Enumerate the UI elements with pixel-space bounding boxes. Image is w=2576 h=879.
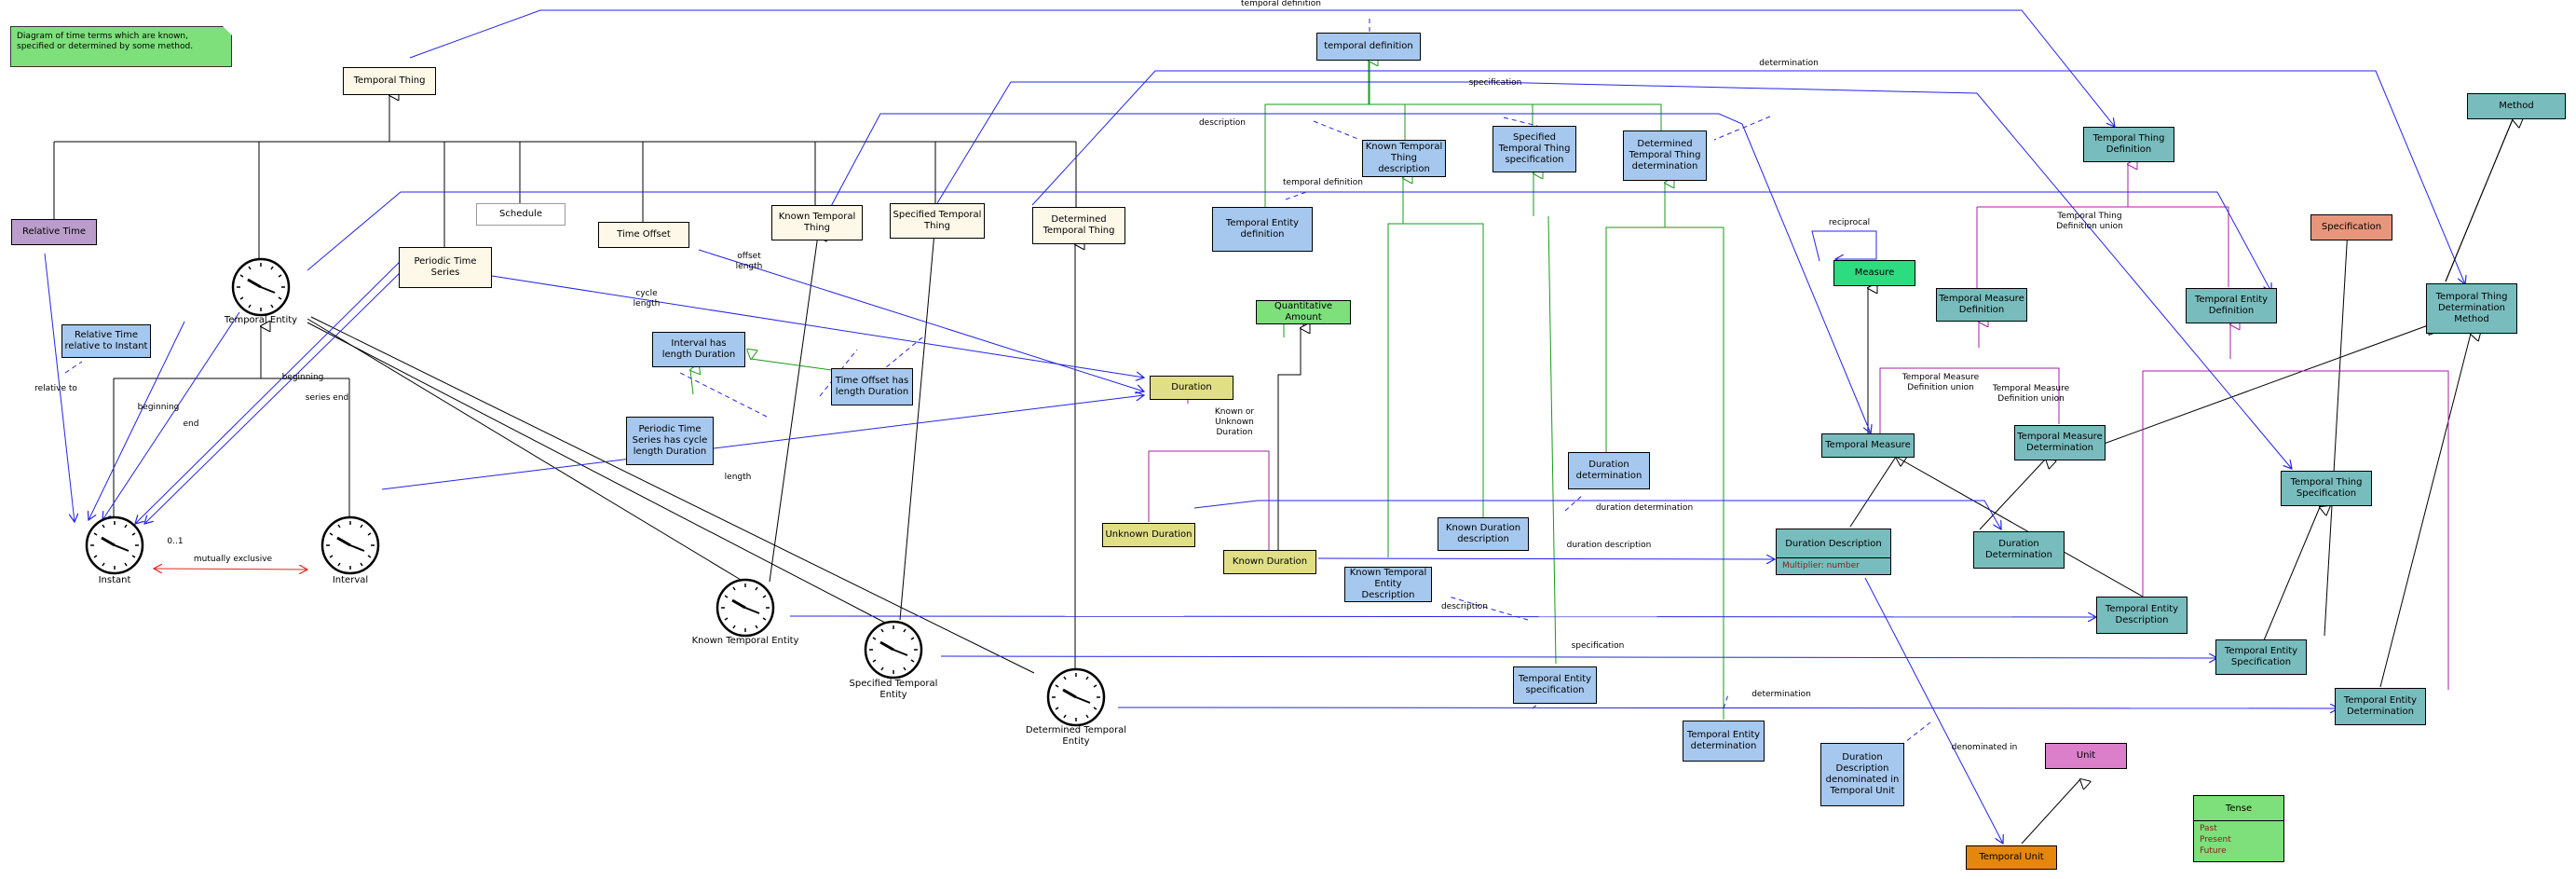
duration-box: Duration (1150, 376, 1233, 400)
rel-duration-description: duration description (1566, 541, 1652, 550)
rel-specification-bottom: specification (1571, 641, 1625, 651)
duration-description-denominated-box: Duration Description denominated in Temp… (1820, 743, 1904, 806)
known-temporal-entity-label: Known Temporal Entity (691, 636, 799, 646)
rel-known-or-unknown-duration: Known or Unknown Duration (1214, 407, 1255, 437)
schedule-box: Schedule (476, 203, 566, 226)
diagram-note: Diagram of time terms which are known, s… (10, 26, 232, 67)
rel-temporal-definition-mid: temporal definition (1283, 178, 1363, 187)
rel-specification-top: specification (1468, 78, 1522, 88)
specified-temporal-entity-clock-icon (864, 620, 923, 680)
temporal-entity-label: Temporal Entity (224, 315, 298, 325)
tense-title: Tense (2225, 803, 2253, 814)
tense-values: Past Present Future (2194, 820, 2283, 858)
known-duration-description-box: Known Duration description (1438, 517, 1529, 551)
tense-box: Tense Past Present Future (2193, 795, 2284, 862)
rel-cycle-length: cycle length (633, 289, 661, 309)
periodic-time-series-box: Periodic Time Series (399, 247, 492, 288)
temporal-entity-specification-small-box: Temporal Entity specification (1513, 666, 1597, 704)
relative-time-relative-to-instant-box: Relative Time relative to Instant (61, 324, 151, 358)
tense-value: Future (2200, 846, 2227, 856)
temporal-thing-determination-method-box: Temporal Thing Determination Method (2426, 283, 2517, 334)
temporal-entity-description-box: Temporal Entity Description (2096, 597, 2188, 634)
rel-series-end: series end (305, 393, 349, 403)
rel-beginning-left: beginning (137, 403, 180, 412)
specified-temporal-thing-specification-box: Specified Temporal Thing specification (1492, 126, 1576, 172)
rel-temporal-measure-definition-union-1: Temporal Measure Definition union (1901, 373, 1980, 392)
temporal-measure-definition-box: Temporal Measure Definition (1936, 288, 2027, 322)
temporal-unit-box: Temporal Unit (1966, 845, 2057, 870)
temporal-thing-box: Temporal Thing (343, 67, 436, 95)
rel-length: length (724, 473, 752, 482)
tense-value: Past (2200, 824, 2217, 833)
duration-description-title: Duration Description (1785, 538, 1882, 549)
time-offset-box: Time Offset (598, 222, 689, 248)
known-temporal-entity-clock-icon (716, 578, 775, 638)
relative-time-box: Relative Time (11, 219, 97, 245)
method-box: Method (2467, 93, 2566, 119)
determined-temporal-thing-determination-box: Determined Temporal Thing determination (1623, 130, 1707, 181)
instant-label: Instant (98, 575, 131, 585)
temporal-thing-specification-box: Temporal Thing Specification (2281, 471, 2372, 506)
interval-label: Interval (332, 575, 369, 585)
tense-value: Present (2200, 835, 2231, 845)
quantitative-amount-box: Quantitative Amount (1256, 300, 1351, 324)
temporal-entity-clock-icon (231, 257, 291, 317)
duration-description-box: Duration Description Multiplier: number (1776, 529, 1891, 575)
rel-temporal-definition-top: temporal definition (1241, 0, 1321, 8)
duration-determination-box: Duration Determination (1973, 531, 2065, 569)
rel-zero-one: 0..1 (167, 537, 184, 546)
known-temporal-thing-box: Known Temporal Thing (771, 205, 863, 240)
known-temporal-thing-description-box: Known Temporal Thing description (1362, 140, 1446, 177)
rel-end: end (183, 419, 199, 429)
specification-box: Specification (2310, 214, 2392, 240)
temporal-measure-determination-box: Temporal Measure Determination (2014, 425, 2106, 460)
determined-temporal-entity-label: Determined Temporal Entity (1025, 725, 1127, 747)
unknown-duration-box: Unknown Duration (1102, 523, 1195, 547)
rel-temporal-thing-definition-union: Temporal Thing Definition union (2056, 212, 2123, 231)
rel-reciprocal: reciprocal (1828, 218, 1871, 227)
temporal-definition-box: temporal definition (1316, 33, 1421, 61)
duration-description-attribute: Multiplier: number (1777, 557, 1890, 573)
specified-temporal-thing-box: Specified Temporal Thing (890, 203, 985, 239)
duration-determination-small-box: Duration determination (1568, 452, 1650, 489)
rel-description-bottom: description (1440, 602, 1489, 611)
measure-box: Measure (1833, 260, 1915, 286)
rel-mutually-exclusive: mutually exclusive (193, 555, 273, 564)
rel-duration-determination: duration determination (1595, 503, 1694, 513)
specified-temporal-entity-label: Specified Temporal Entity (849, 679, 938, 700)
temporal-entity-definition-box: Temporal Entity definition (1212, 207, 1313, 252)
temporal-measure-box: Temporal Measure (1821, 433, 1915, 458)
temporal-entity-definition-teal-box: Temporal Entity Definition (2186, 288, 2277, 323)
rel-determination-top: determination (1759, 59, 1819, 68)
determined-temporal-thing-box: Determined Temporal Thing (1032, 207, 1125, 244)
temporal-thing-definition-box: Temporal Thing Definition (2083, 127, 2174, 162)
unit-box: Unit (2045, 743, 2127, 769)
known-duration-box: Known Duration (1223, 550, 1316, 574)
rel-beginning-right: beginning (281, 373, 324, 382)
time-offset-has-length-duration-box: Time Offset has length Duration (831, 368, 913, 405)
temporal-entity-specification-box: Temporal Entity Specification (2215, 639, 2307, 675)
rel-relative-to: relative to (34, 384, 77, 393)
interval-clock-icon (320, 515, 380, 575)
rel-denominated-in: denominated in (1951, 743, 2018, 752)
rel-determination-bottom: determination (1751, 690, 1811, 699)
rel-offset-length: offset length (735, 252, 763, 271)
known-temporal-entity-description-box: Known Temporal Entity Description (1344, 567, 1432, 602)
rel-description-top: description (1198, 118, 1247, 128)
rel-temporal-measure-definition-union-2: Temporal Measure Definition union (1992, 384, 2070, 404)
instant-clock-icon (85, 515, 144, 575)
determined-temporal-entity-clock-icon (1046, 667, 1106, 727)
periodic-time-series-cycle-length-box: Periodic Time Series has cycle length Du… (626, 417, 714, 465)
interval-has-length-duration-box: Interval has length Duration (652, 332, 745, 367)
temporal-entity-determination-box: Temporal Entity Determination (2335, 688, 2426, 725)
temporal-entity-determination-small-box: Temporal Entity determination (1683, 721, 1765, 762)
